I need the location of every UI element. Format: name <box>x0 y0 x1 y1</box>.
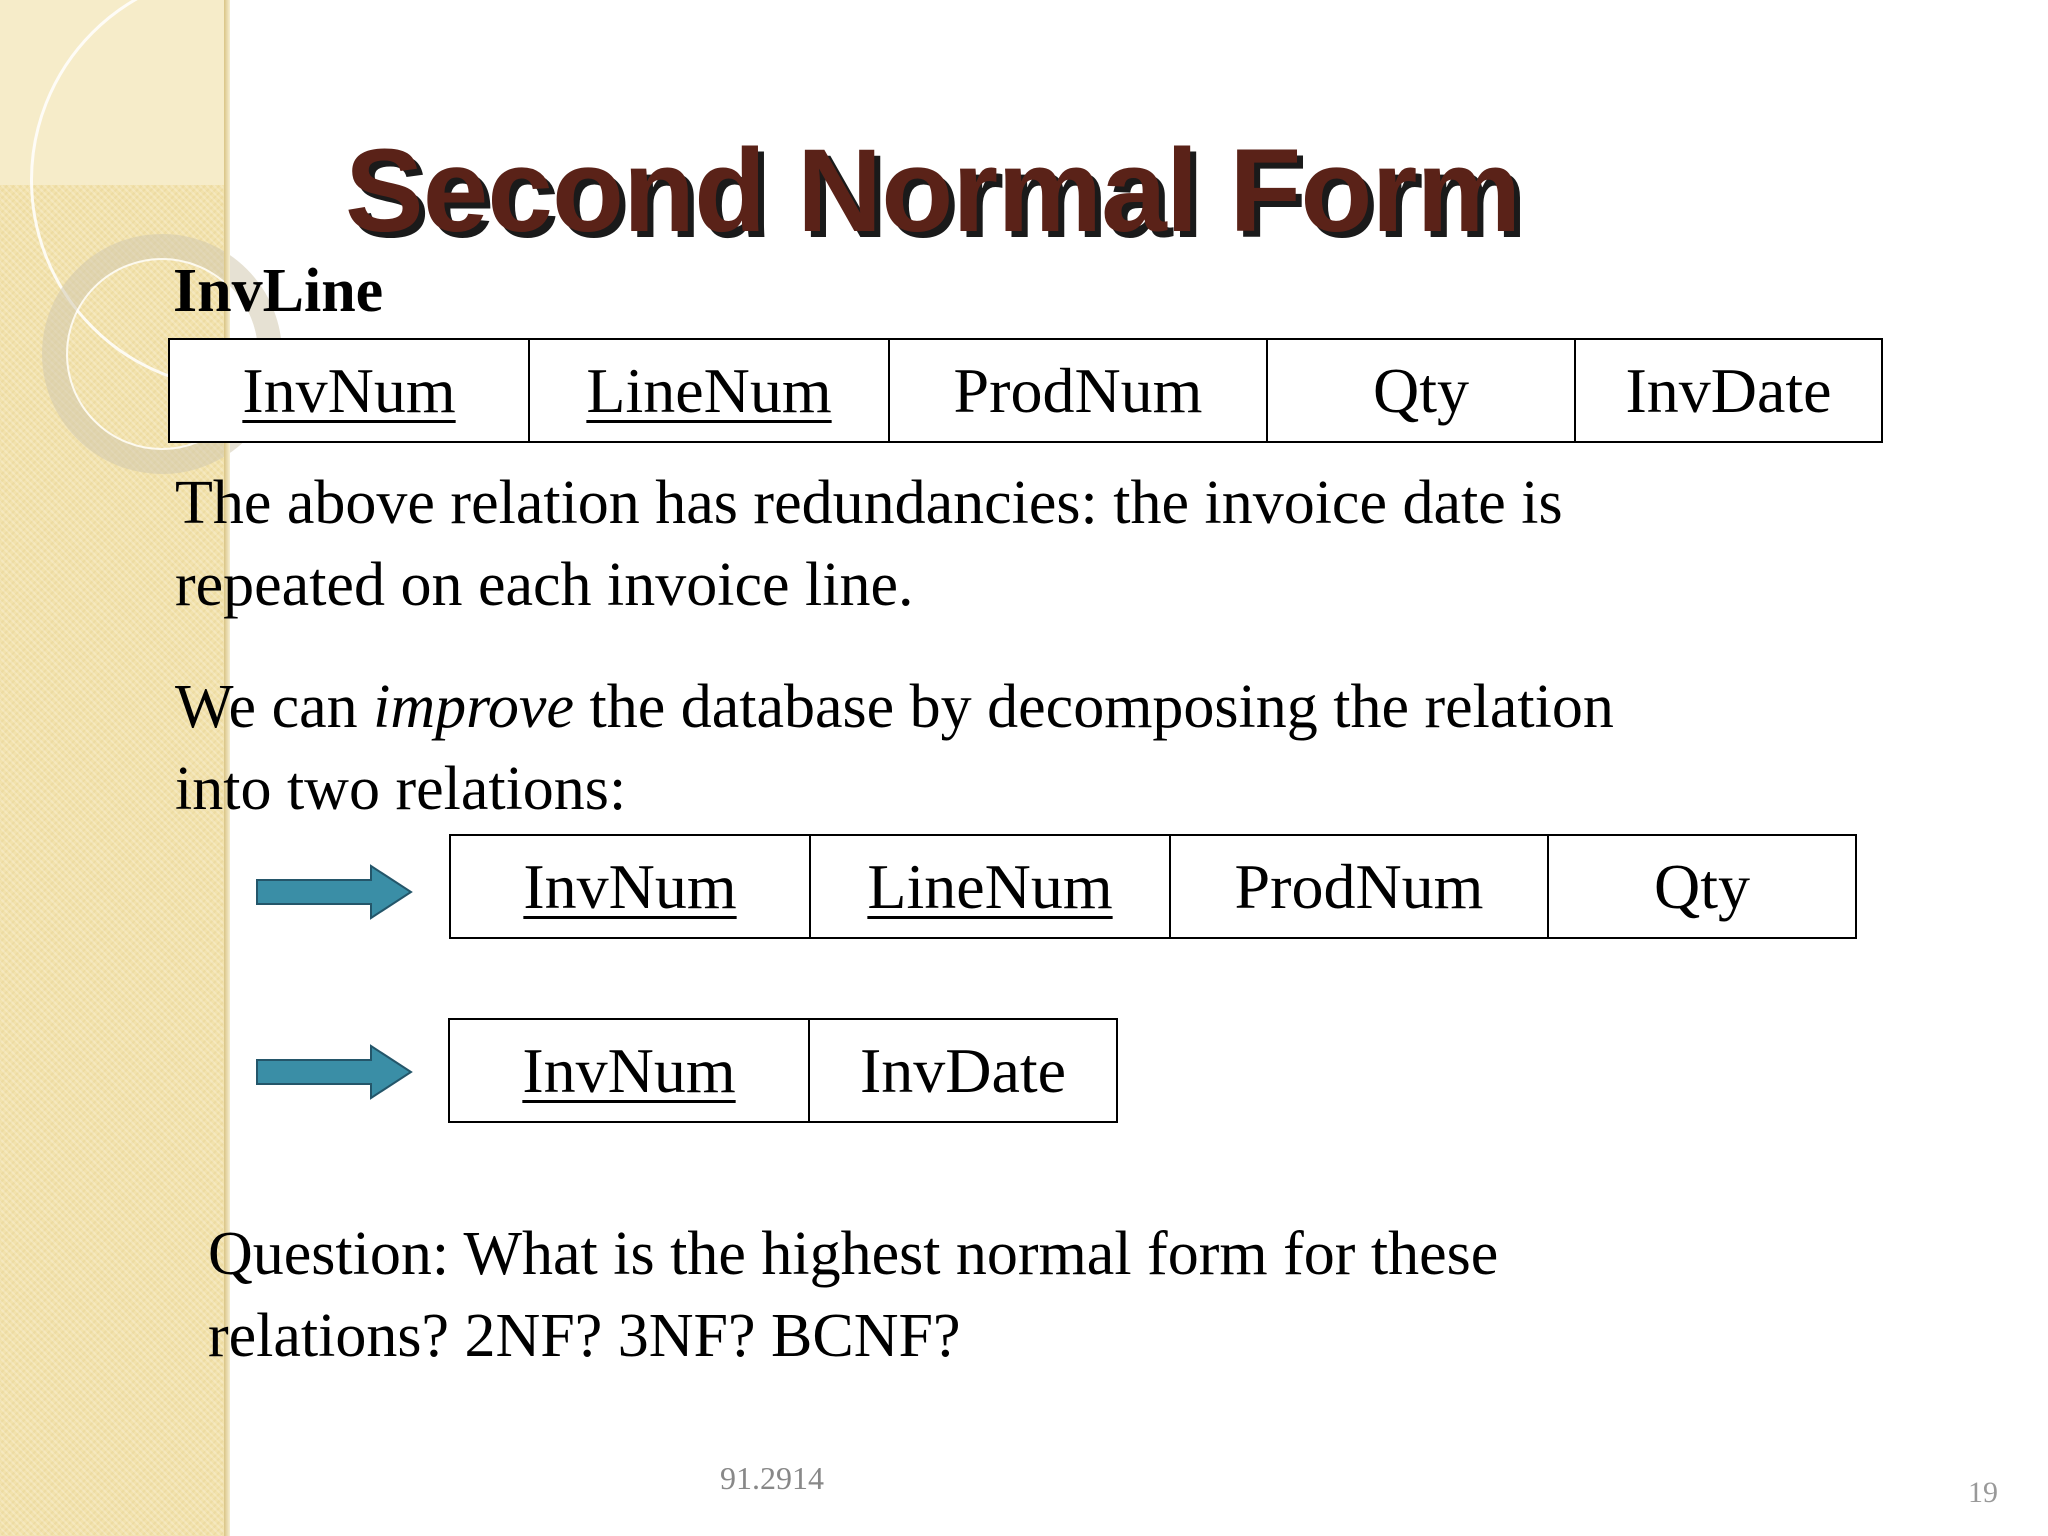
attribute-cell: Qty <box>1266 338 1576 443</box>
original-relation-table: InvNum LineNum ProdNum Qty InvDate <box>168 338 1883 443</box>
relation-name: InvLine <box>173 257 384 325</box>
text-line: repeated on each invoice line. <box>175 551 914 619</box>
right-arrow-icon <box>256 1044 413 1100</box>
attribute: ProdNum <box>953 354 1203 426</box>
decomposition-explanation: We can improve the database by decomposi… <box>175 666 1614 830</box>
decomposed-relation-table-2: InvNum InvDate <box>448 1018 1118 1123</box>
text-line: The above relation has redundancies: the… <box>175 469 1563 537</box>
attribute-cell: InvNum <box>448 1018 810 1123</box>
attribute-cell: InvNum <box>449 834 811 939</box>
relation-header-row: InvNum InvDate <box>448 1018 1118 1123</box>
attribute-cell: Qty <box>1547 834 1857 939</box>
text-segment: We can <box>175 673 374 741</box>
relation-header-row: InvNum LineNum ProdNum Qty InvDate <box>168 338 1883 443</box>
attribute-cell: LineNum <box>528 338 890 443</box>
primary-key-attribute: InvNum <box>522 1034 736 1106</box>
primary-key-attribute: InvNum <box>242 354 456 426</box>
relation-header-row: InvNum LineNum ProdNum Qty <box>449 834 1857 939</box>
attribute: Qty <box>1654 850 1750 922</box>
primary-key-attribute: LineNum <box>867 850 1113 922</box>
footer-text: 91.2914 <box>720 1460 824 1496</box>
attribute-cell: InvDate <box>808 1018 1118 1123</box>
question-text: Question: What is the highest normal for… <box>208 1213 1498 1377</box>
attribute: InvDate <box>859 1034 1067 1106</box>
text-line: into two relations: <box>175 755 627 823</box>
right-arrow-icon <box>256 864 413 920</box>
attribute-cell: LineNum <box>809 834 1171 939</box>
attribute-cell: InvNum <box>168 338 530 443</box>
attribute-cell: ProdNum <box>888 338 1268 443</box>
attribute: InvDate <box>1625 354 1832 426</box>
attribute-cell: InvDate <box>1574 338 1883 443</box>
decomposed-relation-table-1: InvNum LineNum ProdNum Qty <box>449 834 1857 939</box>
attribute-cell: ProdNum <box>1169 834 1549 939</box>
primary-key-attribute: InvNum <box>523 850 737 922</box>
text-line: relations? 2NF? 3NF? BCNF? <box>208 1302 961 1370</box>
text-segment: the database by decomposing the relation <box>573 673 1614 741</box>
primary-key-attribute: LineNum <box>586 354 832 426</box>
text-line: We can improve the database by decomposi… <box>175 666 1614 748</box>
emphasized-word: improve <box>373 673 574 741</box>
decorative-strip-edge <box>224 0 230 1536</box>
text-line: Question: What is the highest normal for… <box>208 1220 1499 1288</box>
redundancy-explanation: The above relation has redundancies: the… <box>175 462 1563 626</box>
page-number: 19 <box>1968 1476 1998 1509</box>
slide-title: Second Normal Form <box>345 125 1521 257</box>
attribute: ProdNum <box>1234 850 1484 922</box>
attribute: Qty <box>1373 354 1469 426</box>
